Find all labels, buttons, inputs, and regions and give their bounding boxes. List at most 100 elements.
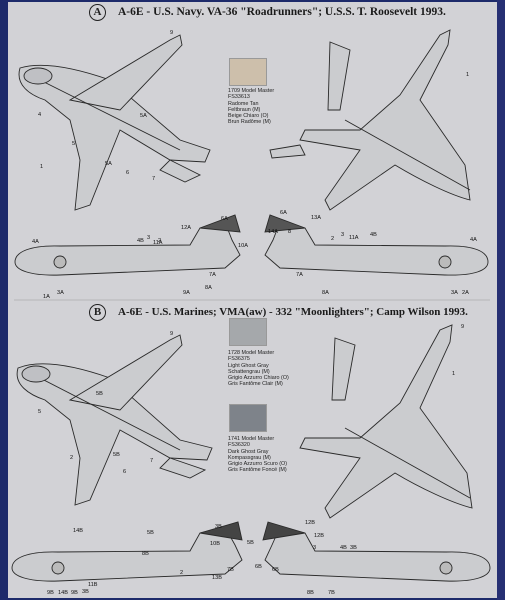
legend-line: FS33613	[228, 94, 250, 101]
section-b-callout: 1	[452, 371, 456, 377]
section-a-callout: 3	[147, 235, 151, 241]
section-a-callout: 6A	[280, 210, 287, 216]
b-side-right	[262, 521, 491, 582]
section-b-callout: 9B	[71, 590, 78, 596]
section-b-callout: 3B	[82, 589, 89, 595]
section-a-callout: 12A	[181, 225, 191, 231]
section-a-callout: 5	[72, 141, 76, 147]
page-edge	[497, 0, 505, 600]
section-a-callout: 4A	[32, 239, 39, 245]
legend-line: Beige Chiaro (O)	[228, 113, 269, 120]
legend-line: 1741 Model Master	[228, 436, 275, 442]
section-a-callout: 4A	[470, 237, 477, 243]
section-b-callout: 5B	[96, 391, 103, 397]
a-side-left	[14, 214, 241, 276]
section-a-callout: 2	[158, 238, 162, 244]
legend-line: Light Ghost Gray	[228, 362, 269, 369]
section-b-callout: 7	[150, 458, 154, 464]
section-b-callout: 3B	[350, 545, 357, 551]
legend-line: Grigio Azzurro Scuro (O)	[228, 461, 288, 468]
dark-ghost-gray-swatch	[229, 404, 267, 432]
section-b-callout: 4B	[340, 545, 347, 551]
section-a-callout: 4	[38, 112, 42, 118]
legend-line: Brun Radôme (M)	[228, 119, 271, 126]
section-a-callout: 7A	[209, 272, 216, 278]
section-a-callout: 7	[152, 176, 156, 182]
section-b-callout: 14B	[58, 590, 68, 596]
section-b-callout: 3	[313, 545, 317, 551]
color-legend-1741: 1741 Model Master FS36320 Dark Ghost Gra…	[228, 436, 287, 474]
color-legend-1709: 1709 Model Master FS33613 Radome Tan Fel…	[228, 88, 274, 126]
section-a-callout: 9	[170, 30, 174, 36]
section-b-callout: 9	[170, 331, 174, 337]
legend-line: FS36320	[228, 442, 250, 449]
section-a-callout: 8A	[322, 290, 329, 296]
section-b-callout: 12B	[314, 533, 324, 539]
section-a-callout: 8	[288, 229, 292, 235]
section-a-callout: 10A	[238, 243, 248, 249]
legend-line: Schattengrau (M)	[228, 368, 270, 375]
section-a-callout: 3A	[451, 290, 458, 296]
section-a-callout: 3	[341, 232, 345, 238]
section-b-callout: 14B	[73, 528, 83, 534]
legend-line: 1709 Model Master	[228, 88, 275, 94]
section-a-callout: 11A	[153, 240, 163, 246]
legend-line: 1728 Model Master	[228, 350, 275, 356]
section-b-title: A-6E - U.S. Marines; VMA(aw) - 332 "Moon…	[118, 306, 468, 318]
section-b-callout: 7B	[227, 567, 234, 573]
radome-tan-swatch	[229, 58, 267, 86]
section-a-callout: 5A	[105, 161, 112, 167]
section-a-callout: 14A	[268, 229, 278, 235]
a-bottom-view	[269, 29, 471, 211]
section-a-callout: 4B	[370, 232, 377, 238]
section-b-callout: 13B	[212, 575, 222, 581]
legend-line: Radome Tan	[228, 100, 259, 107]
section-b-callout: 8B	[142, 551, 149, 557]
section-b-callout: 6	[123, 469, 127, 475]
section-b-callout: 7B	[328, 590, 335, 596]
section-b-marker: B	[89, 304, 106, 321]
legend-line: Grigio Azzurro Chiaro (O)	[228, 375, 289, 382]
section-b-callout: 5	[38, 409, 42, 415]
section-b-callout: 5B	[147, 530, 154, 536]
light-ghost-gray-swatch	[229, 318, 267, 346]
section-b-callout: 8B	[307, 590, 314, 596]
b-bottom-view	[299, 324, 473, 519]
section-b-callout: 5B	[113, 452, 120, 458]
section-a-callout: 2	[331, 236, 335, 242]
legend-line: Kompassgrau (M)	[228, 454, 271, 461]
section-b-callout: 11B	[88, 582, 98, 588]
section-a-callout: 1	[40, 164, 44, 170]
b-top-view	[16, 334, 213, 506]
section-a-callout: 1	[466, 72, 470, 78]
a-side-right	[264, 214, 489, 276]
section-a-callout: 11A	[349, 235, 359, 241]
color-legend-1728: 1728 Model Master FS36375 Light Ghost Gr…	[228, 350, 289, 388]
section-a-marker: A	[89, 4, 106, 21]
section-a-title: A-6E - U.S. Navy. VA-36 "Roadrunners"; U…	[118, 6, 446, 18]
section-b-callout: 3B	[215, 524, 222, 530]
section-a-callout: 3A	[57, 290, 64, 296]
legend-line: Gris Fantôme Foncé (M)	[228, 467, 287, 474]
section-b-callout: 2	[180, 570, 184, 576]
section-b-callout: 2	[70, 455, 74, 461]
section-a-callout: 4B	[137, 238, 144, 244]
section-b-callout: 6B	[255, 564, 262, 570]
section-a-callout: 6A	[221, 216, 228, 222]
section-a-callout: 5A	[140, 113, 147, 119]
section-b-callout: 9B	[47, 590, 54, 596]
section-a-callout: 7A	[296, 272, 303, 278]
section-a-callout: 2A	[462, 290, 469, 296]
legend-line: Feltbraun (M)	[228, 106, 261, 113]
section-a-callout: 1A	[43, 294, 50, 300]
section-a-callout: 6	[126, 170, 130, 176]
section-a-callout: 13A	[311, 215, 321, 221]
legend-line: Dark Ghost Gray	[228, 448, 269, 455]
section-b-callout: 6B	[272, 567, 279, 573]
legend-line: FS36375	[228, 356, 250, 363]
section-a-callout: 9A	[183, 290, 190, 296]
legend-line: Gris Fantôme Clair (M)	[228, 381, 283, 388]
section-b-callout: 5B	[247, 540, 254, 546]
b-side-left	[11, 521, 243, 582]
